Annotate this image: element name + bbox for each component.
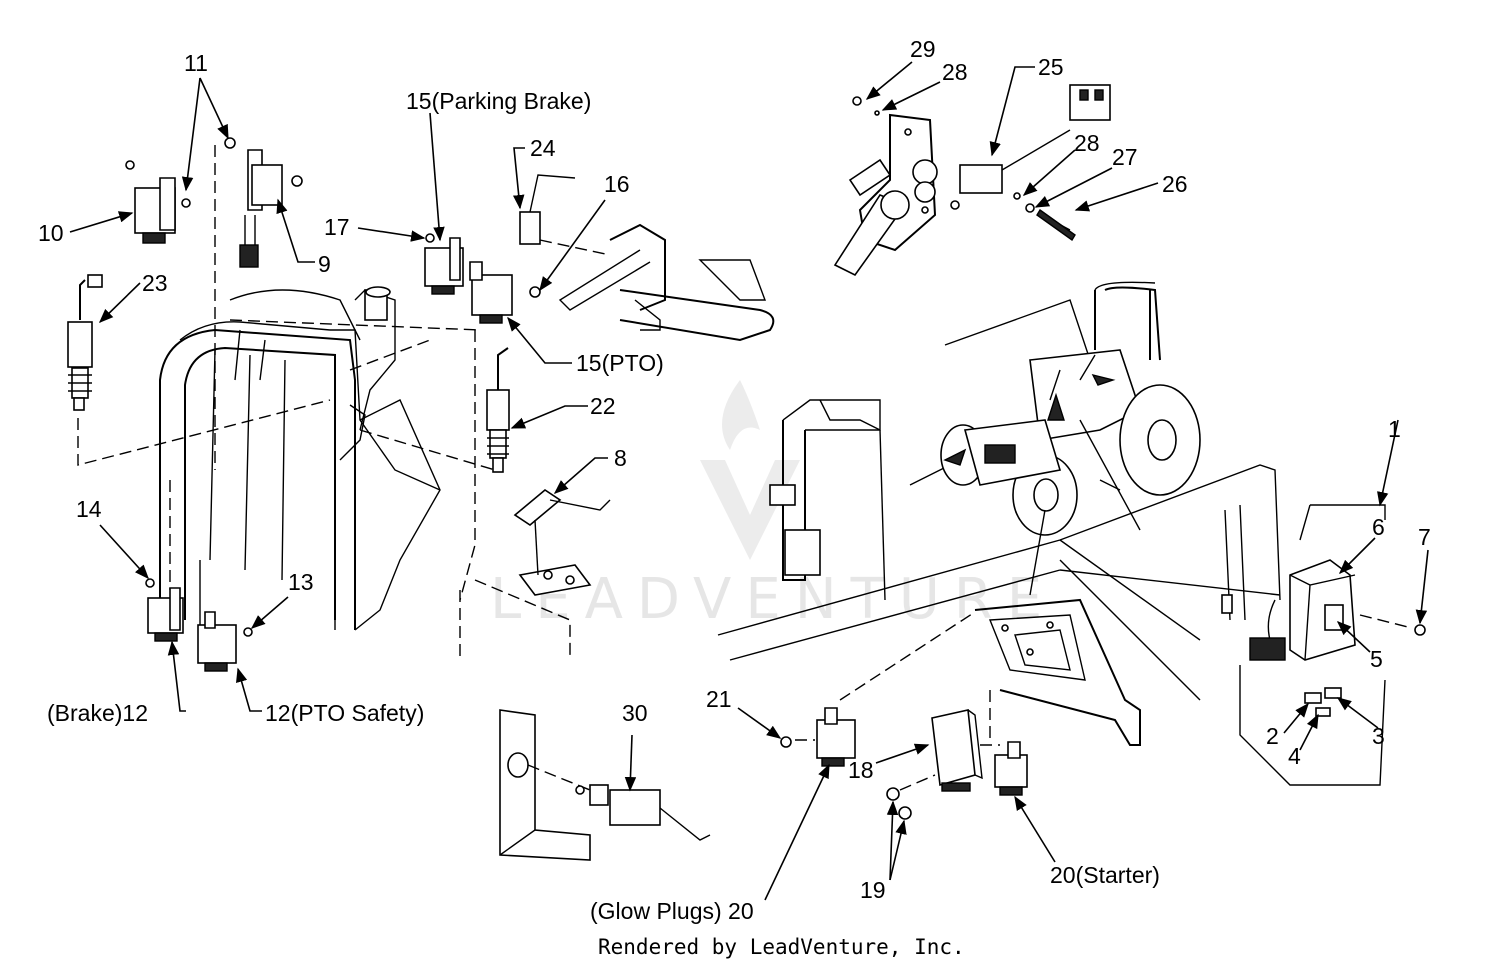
callout-12-pto-safety: 12(PTO Safety) — [265, 700, 424, 726]
callout-22: 22 — [590, 393, 616, 419]
part-18-module — [931, 709, 1000, 792]
callout-11: 11 — [184, 50, 208, 76]
callout-2: 2 — [1266, 723, 1279, 749]
callout-29: 29 — [910, 36, 936, 62]
part-10-relay — [125, 160, 191, 244]
callout-14: 14 — [76, 496, 102, 522]
callout-26: 26 — [1162, 171, 1188, 197]
callout-1: 1 — [1388, 416, 1401, 442]
callout-20-starter: 20(Starter) — [1050, 862, 1160, 888]
callout-30: 30 — [622, 700, 648, 726]
part-8-bracket — [513, 489, 611, 596]
callout-12-brake: (Brake)12 — [47, 700, 148, 726]
callout-24: 24 — [530, 135, 556, 161]
callout-6: 6 — [1372, 514, 1385, 540]
part-20-glow-plug-relay — [780, 611, 976, 767]
callout-9: 9 — [318, 251, 331, 277]
callout-20-glow-plugs: (Glow Plugs) 20 — [590, 898, 754, 924]
callout-3: 3 — [1372, 723, 1385, 749]
part-25-switch-assembly — [833, 84, 1111, 277]
part-15-parking-brake-relay — [424, 233, 464, 295]
part-12-pto-relay — [197, 611, 253, 672]
callout-21: 21 — [706, 686, 732, 712]
part-23-switch — [67, 274, 103, 411]
part-22-switch — [486, 347, 510, 473]
callout-27: 27 — [1112, 144, 1138, 170]
callout-4: 4 — [1288, 743, 1301, 769]
panel-left-vertical — [717, 399, 1061, 661]
callout-17: 17 — [324, 214, 350, 240]
callout-18: 18 — [848, 757, 874, 783]
callout-5: 5 — [1370, 646, 1383, 672]
part-30-switch-bracket — [499, 709, 711, 861]
alignment-lines-left — [77, 145, 571, 660]
part-12-brake-relay — [145, 578, 184, 642]
callout-28-top: 28 — [942, 59, 968, 85]
panel-right — [1059, 464, 1281, 701]
part-15-pto-relay — [469, 261, 513, 324]
callout-labels: 11 10 9 23 14 13 (Brake)12 12(PTO Safety… — [38, 36, 1431, 924]
callout-16: 16 — [604, 171, 630, 197]
callout-25: 25 — [1038, 54, 1064, 80]
pedal-linkage — [539, 223, 775, 342]
callout-28-lower: 28 — [1074, 130, 1100, 156]
callout-19: 19 — [860, 877, 886, 903]
part-20-starter-relay — [994, 741, 1028, 796]
callout-23: 23 — [142, 270, 168, 296]
relay-mount-panel — [974, 598, 1141, 746]
dashboard-assembly — [159, 286, 441, 640]
callout-8: 8 — [614, 445, 627, 471]
footer-credit: Rendered by LeadVenture, Inc. — [598, 935, 965, 959]
callout-10: 10 — [38, 220, 64, 246]
callout-15-pto: 15(PTO) — [576, 350, 664, 376]
leader-lines — [69, 61, 1429, 901]
callout-7: 7 — [1418, 524, 1431, 550]
part-19-nuts — [886, 774, 936, 820]
part-24-switch — [519, 174, 576, 298]
tractor — [940, 281, 1201, 596]
callout-15-parking-brake: 15(Parking Brake) — [406, 88, 591, 114]
part-9-relay — [224, 137, 303, 268]
callout-13: 13 — [288, 569, 314, 595]
